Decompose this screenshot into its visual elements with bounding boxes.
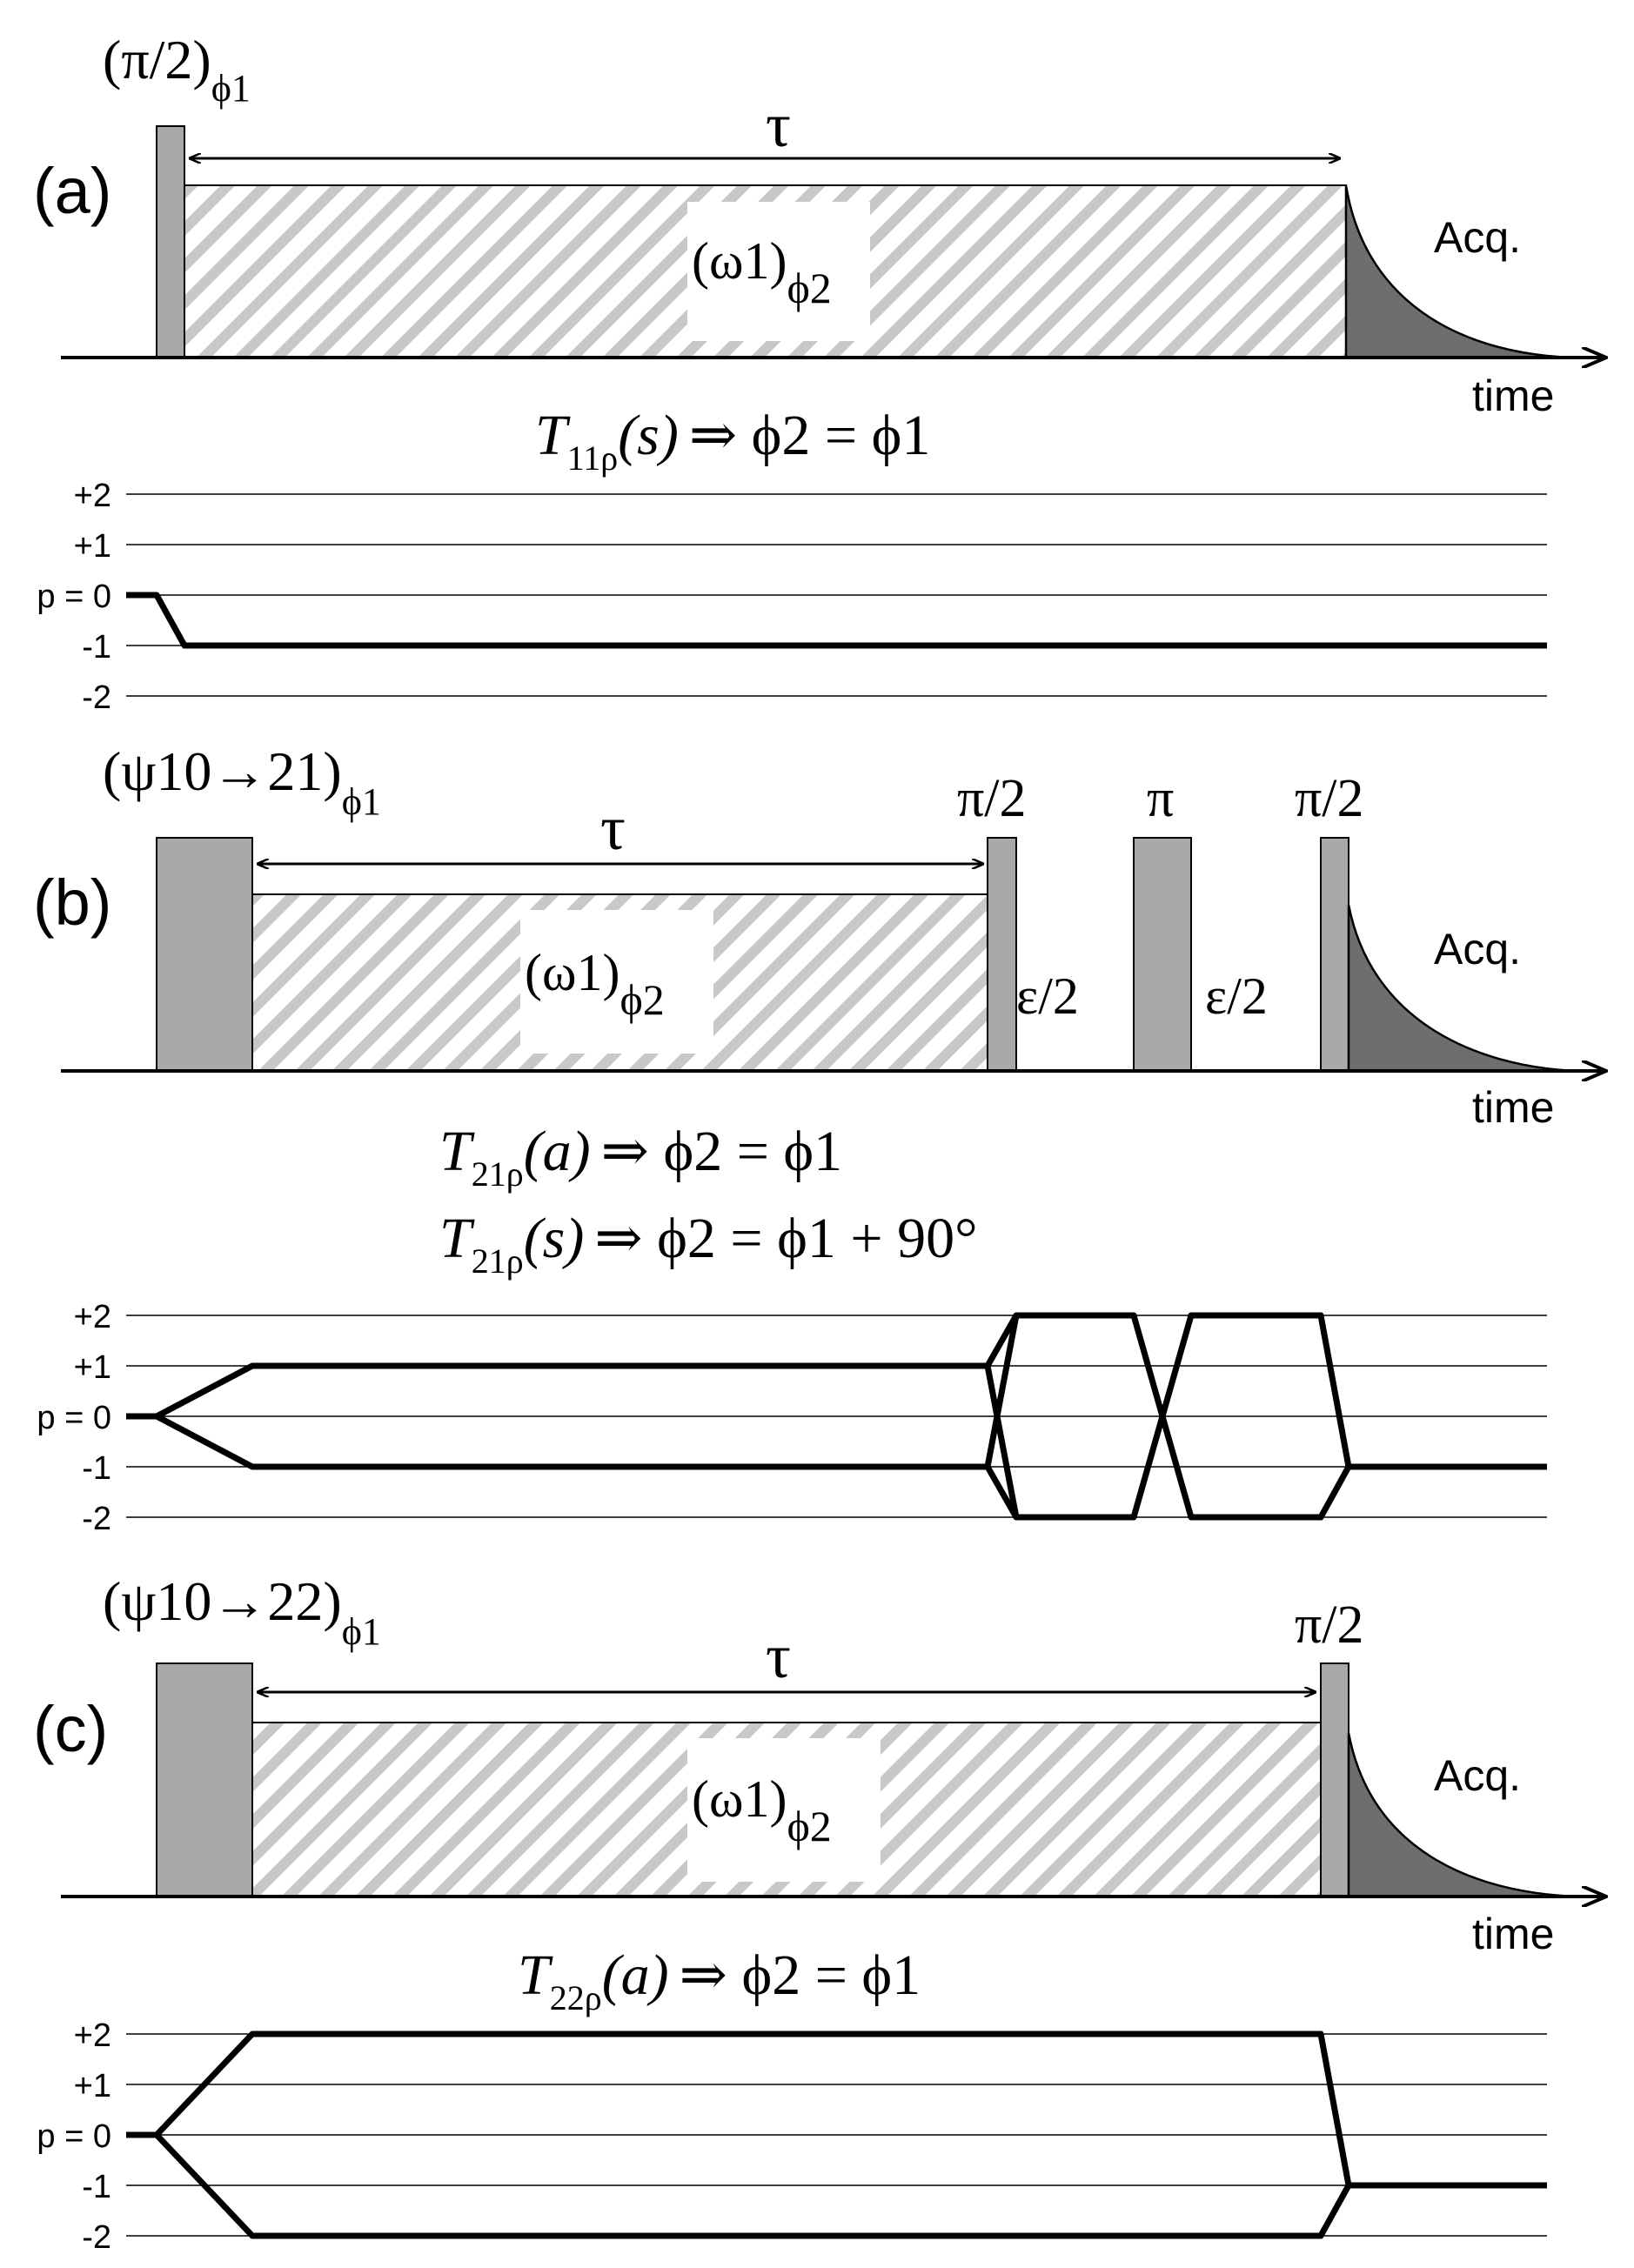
panel-a-spinlock-label: (ω1)ϕ2 <box>692 232 832 312</box>
panel-a-level-p1: +1 <box>74 528 111 565</box>
panel-c-coherence-paths <box>126 2030 1547 2239</box>
panel-b-level-p1: +1 <box>74 1349 111 1386</box>
panel-a-acq-label: Acq. <box>1434 213 1521 262</box>
panel-b-pi-half-label-2: π/2 <box>1295 769 1364 828</box>
panel-c-selective-pulse <box>156 1663 253 1897</box>
panel-c-pulse-label: (ψ10→22)ϕ1 <box>103 1570 381 1653</box>
panel-a-level-p0: p = 0 <box>37 579 111 615</box>
panel-b-selective-pulse <box>156 837 253 1072</box>
panel-c-level-p0: p = 0 <box>37 2118 111 2155</box>
panel-b-level-p2: +2 <box>74 1299 111 1335</box>
panel-b-pi-pulse <box>1133 837 1192 1072</box>
panel-c-level-m1: -1 <box>82 2169 111 2205</box>
panel-a-pulse-label: (π/2)ϕ1 <box>103 29 251 110</box>
panel-b-pi-half-label-1: π/2 <box>957 769 1027 828</box>
panel-b: (b) (ψ10→21)ϕ1 (ω1)ϕ2 τ π/2 ε/2 π ε/2 π/… <box>33 740 1606 1537</box>
panel-b-spinlock-label-bg <box>520 910 713 1054</box>
panel-a-coherence-path <box>126 592 1547 649</box>
panel-c-level-p1: +1 <box>74 2068 111 2104</box>
panel-b-condition-2: T21ρ(s)⇒ ϕ2 = ϕ1 + 90° <box>439 1207 977 1281</box>
panel-a-level-m2: -2 <box>82 679 111 716</box>
panel-a-fid <box>1344 184 1576 359</box>
panel-c-tau-label: τ <box>766 1622 791 1691</box>
panel-b-level-m1: -1 <box>82 1450 111 1487</box>
panel-b-level-p0: p = 0 <box>37 1400 111 1436</box>
panel-b-level-m2: -2 <box>82 1501 111 1537</box>
panel-b-pi-half-pulse-2 <box>1320 837 1349 1072</box>
panel-b-coherence-grid <box>126 1315 1547 1518</box>
panel-a-coherence-grid <box>126 493 1547 697</box>
panel-b-coherence-paths <box>126 1312 1547 1521</box>
panel-a-time-label: time <box>1472 371 1554 420</box>
panel-b-pulse-label: (ψ10→21)ϕ1 <box>103 740 381 823</box>
panel-c-pi-half-pulse <box>1320 1663 1349 1897</box>
panel-a-level-m1: -1 <box>82 629 111 666</box>
panel-b-acq-label: Acq. <box>1434 925 1521 973</box>
panel-c-pi-half-label: π/2 <box>1295 1596 1364 1655</box>
panel-c-level-p2: +2 <box>74 2017 111 2054</box>
panel-c-level-m2: -2 <box>82 2219 111 2256</box>
panel-c-time-label: time <box>1472 1910 1554 1958</box>
panel-a-level-p2: +2 <box>74 478 111 514</box>
panel-b-label: (b) <box>33 866 111 939</box>
panel-c-coherence-grid <box>126 2033 1547 2237</box>
panel-c: (c) (ψ10→22)ϕ1 (ω1)ϕ2 τ π/2 Acq. time T2… <box>33 1570 1606 2256</box>
panel-a-pi-half-pulse <box>156 125 185 358</box>
panel-c-acq-label: Acq. <box>1434 1751 1521 1800</box>
panel-a-label: (a) <box>33 155 111 227</box>
panel-c-label: (c) <box>33 1693 108 1765</box>
panel-c-spinlock-label-bg <box>687 1738 881 1882</box>
panel-b-spinlock-label: (ω1)ϕ2 <box>525 944 665 1024</box>
panel-b-tau-label: τ <box>600 793 626 863</box>
panel-c-condition: T22ρ(a)⇒ ϕ2 = ϕ1 <box>518 1944 921 2017</box>
panel-a-spinlock-label-bg <box>687 202 870 341</box>
panel-a-tau-label: τ <box>766 90 791 160</box>
panel-b-delay-label-1: ε/2 <box>1016 967 1079 1025</box>
panel-c-spinlock-label: (ω1)ϕ2 <box>692 1770 832 1850</box>
panel-a: (a) (π/2)ϕ1 (ω1)ϕ2 τ Acq. time T11ρ(s)⇒ … <box>33 29 1606 716</box>
panel-b-pi-half-pulse-1 <box>987 837 1017 1072</box>
panel-b-pi-label: π <box>1147 769 1174 828</box>
panel-a-condition: T11ρ(s)⇒ ϕ2 = ϕ1 <box>535 404 930 478</box>
panel-b-time-label: time <box>1472 1083 1554 1132</box>
panel-b-condition-1: T21ρ(a)⇒ ϕ2 = ϕ1 <box>439 1120 842 1194</box>
panel-b-delay-label-2: ε/2 <box>1205 967 1268 1025</box>
